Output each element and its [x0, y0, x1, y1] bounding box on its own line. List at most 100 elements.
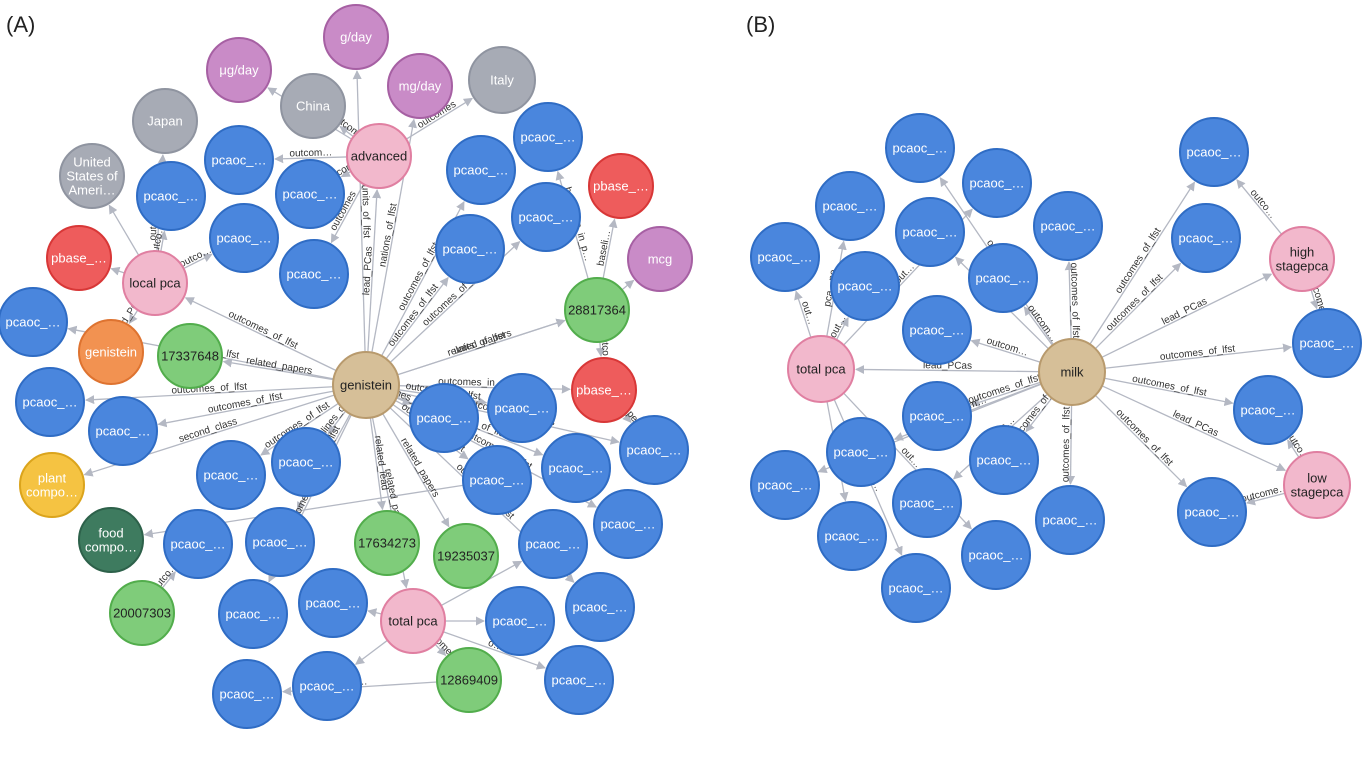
node-outcome-b_o18[interactable]: pcaoc_…: [881, 553, 951, 623]
node-circle: [513, 102, 583, 172]
node-outcome-a_o2[interactable]: pcaoc_…: [136, 161, 206, 231]
node-paper-a_p1[interactable]: 17337648: [157, 323, 223, 389]
node-label: 17634273: [358, 536, 416, 551]
node-unit-a_u2[interactable]: μg/day: [206, 37, 272, 103]
node-outcome-a_o17[interactable]: pcaoc_…: [487, 373, 557, 443]
node-outcome-a_o18[interactable]: pcaoc_…: [462, 445, 532, 515]
node-outcome-a_o24[interactable]: pcaoc_…: [218, 579, 288, 649]
node-pbase-a_b1[interactable]: pbase_…: [46, 225, 112, 291]
node-paper-a_p5[interactable]: 12869409: [436, 647, 502, 713]
node-outcome-a_o10[interactable]: pcaoc_…: [435, 214, 505, 284]
edge-b_milk-b_low: [1101, 385, 1287, 472]
node-unit-a_u4[interactable]: mcg: [627, 226, 693, 292]
node-unit-a_u3[interactable]: mg/day: [387, 53, 453, 119]
node-label: mcg: [648, 252, 673, 267]
node-outcome-b_o10[interactable]: pcaoc_…: [902, 381, 972, 451]
node-label: μg/day: [219, 63, 259, 78]
node-outcome-a_o5[interactable]: pcaoc_…: [446, 135, 516, 205]
node-country-a_c2[interactable]: China: [280, 73, 346, 139]
node-outcome-a_o20[interactable]: pcaoc_…: [619, 415, 689, 485]
node-country-a_c1[interactable]: Italy: [468, 46, 536, 114]
node-outcome-a_o8[interactable]: pcaoc_…: [0, 287, 68, 357]
node-paper-a_p3[interactable]: 17634273: [354, 510, 420, 576]
edge-a_tot-a_o29: [442, 631, 546, 670]
node-outcome-a_o11[interactable]: pcaoc_…: [511, 182, 581, 252]
node-food-a_gen[interactable]: genistein: [332, 351, 400, 419]
node-circle: [1283, 451, 1351, 519]
node-circle: [750, 222, 820, 292]
node-outcome-a_o25[interactable]: pcaoc_…: [298, 568, 368, 638]
node-outcome-a_o19[interactable]: pcaoc_…: [541, 433, 611, 503]
node-label: pcaoc_…: [893, 141, 948, 156]
node-outcome-b_o23[interactable]: pcaoc_…: [1177, 477, 1247, 547]
node-outcome-b_o3[interactable]: pcaoc_…: [962, 148, 1032, 218]
node-outcome-a_o29[interactable]: pcaoc_…: [544, 645, 614, 715]
node-outcome-a_o1[interactable]: pcaoc_…: [204, 125, 274, 195]
node-compound-a_g[interactable]: genistein: [78, 319, 144, 385]
node-outcome-b_o17[interactable]: pcaoc_…: [961, 520, 1031, 590]
node-outcome-a_o13[interactable]: pcaoc_…: [196, 440, 266, 510]
node-outcome-b_o13[interactable]: pcaoc_…: [750, 450, 820, 520]
node-outcome-a_o14[interactable]: pcaoc_…: [271, 427, 341, 497]
node-paper-a_p6[interactable]: 20007303: [109, 580, 175, 646]
node-outcome-b_o1[interactable]: pcaoc_…: [885, 113, 955, 183]
node-stage-a_adv[interactable]: advanced: [346, 123, 412, 189]
node-outcome-b_o20[interactable]: pcaoc_…: [1171, 203, 1241, 273]
edge-a_p2-a_u4: [621, 279, 635, 291]
node-outcome-a_o4[interactable]: pcaoc_…: [513, 102, 583, 172]
node-stage-b_tot[interactable]: total pca: [787, 335, 855, 403]
node-outcome-a_o27[interactable]: pcaoc_…: [485, 586, 555, 656]
node-circle: [969, 425, 1039, 495]
node-outcome-a_o12[interactable]: pcaoc_…: [88, 396, 158, 466]
node-paper-a_p2[interactable]: 28817364: [564, 277, 630, 343]
node-outcome-a_o6[interactable]: pcaoc_…: [279, 239, 349, 309]
node-stage-a_tot[interactable]: total pca: [380, 588, 446, 654]
node-outcome-a_o3[interactable]: pcaoc_…: [275, 159, 345, 229]
node-outcome-b_o11[interactable]: pcaoc_…: [826, 417, 896, 487]
node-pbase-a_b3[interactable]: pbase_…: [571, 357, 637, 423]
node-outcome-b_o12[interactable]: pcaoc_…: [969, 425, 1039, 495]
node-outcome-a_o15[interactable]: pcaoc_…: [163, 509, 233, 579]
node-outcome-a_o28[interactable]: pcaoc_…: [292, 651, 362, 721]
node-label: pcaoc_…: [493, 614, 548, 629]
node-outcome-a_o23[interactable]: pcaoc_…: [518, 509, 588, 579]
edge-a_loc-a_g: [128, 309, 139, 325]
panel-b-label: (B): [746, 12, 776, 37]
node-outcome-b_o15[interactable]: pcaoc_…: [1035, 485, 1105, 555]
node-outcome-b_o16[interactable]: pcaoc_…: [817, 501, 887, 571]
node-outcome-b_o14[interactable]: pcaoc_…: [892, 468, 962, 538]
node-unit-a_u1[interactable]: g/day: [323, 4, 389, 70]
node-outcome-b_o4[interactable]: pcaoc_…: [750, 222, 820, 292]
node-outcome-a_o21[interactable]: pcaoc_…: [593, 489, 663, 559]
node-outcome-a_o16[interactable]: pcaoc_…: [409, 383, 479, 453]
node-paper-a_p4[interactable]: 19235037: [433, 523, 499, 589]
node-outcome-b_o22[interactable]: pcaoc_…: [1233, 375, 1303, 445]
node-outcome-a_o26[interactable]: pcaoc_…: [565, 572, 635, 642]
edge-a_gen-a_u1: [352, 70, 366, 353]
node-country-a_c3[interactable]: Japan: [132, 88, 198, 154]
node-label: pcaoc_…: [226, 607, 281, 622]
node-outcome-b_o19[interactable]: pcaoc_…: [1179, 117, 1249, 187]
node-outcome-a_o30[interactable]: pcaoc_…: [212, 659, 282, 729]
node-outcome-a_o7[interactable]: pcaoc_…: [209, 203, 279, 273]
node-outcome-b_o21[interactable]: pcaoc_…: [1292, 308, 1362, 378]
node-outcome-b_o7[interactable]: pcaoc_…: [1033, 191, 1103, 261]
node-stage-a_loc[interactable]: local pca: [122, 250, 188, 316]
node-outcome-b_o2[interactable]: pcaoc_…: [815, 171, 885, 241]
node-outcome-b_o5[interactable]: pcaoc_…: [830, 251, 900, 321]
node-outcome-b_o8[interactable]: pcaoc_…: [968, 243, 1038, 313]
node-circle: [962, 148, 1032, 218]
node-food-b_milk[interactable]: milk: [1038, 338, 1106, 406]
edge-b_milk-b_o8: [1023, 306, 1053, 346]
node-outcome-b_o6[interactable]: pcaoc_…: [895, 197, 965, 267]
node-outcome-a_o22[interactable]: pcaoc_…: [245, 507, 315, 577]
node-pbase-a_b2[interactable]: pbase_…: [588, 153, 654, 219]
node-outcome-a_o9[interactable]: pcaoc_…: [15, 367, 85, 437]
node-outcome-b_o9[interactable]: pcaoc_…: [902, 295, 972, 365]
